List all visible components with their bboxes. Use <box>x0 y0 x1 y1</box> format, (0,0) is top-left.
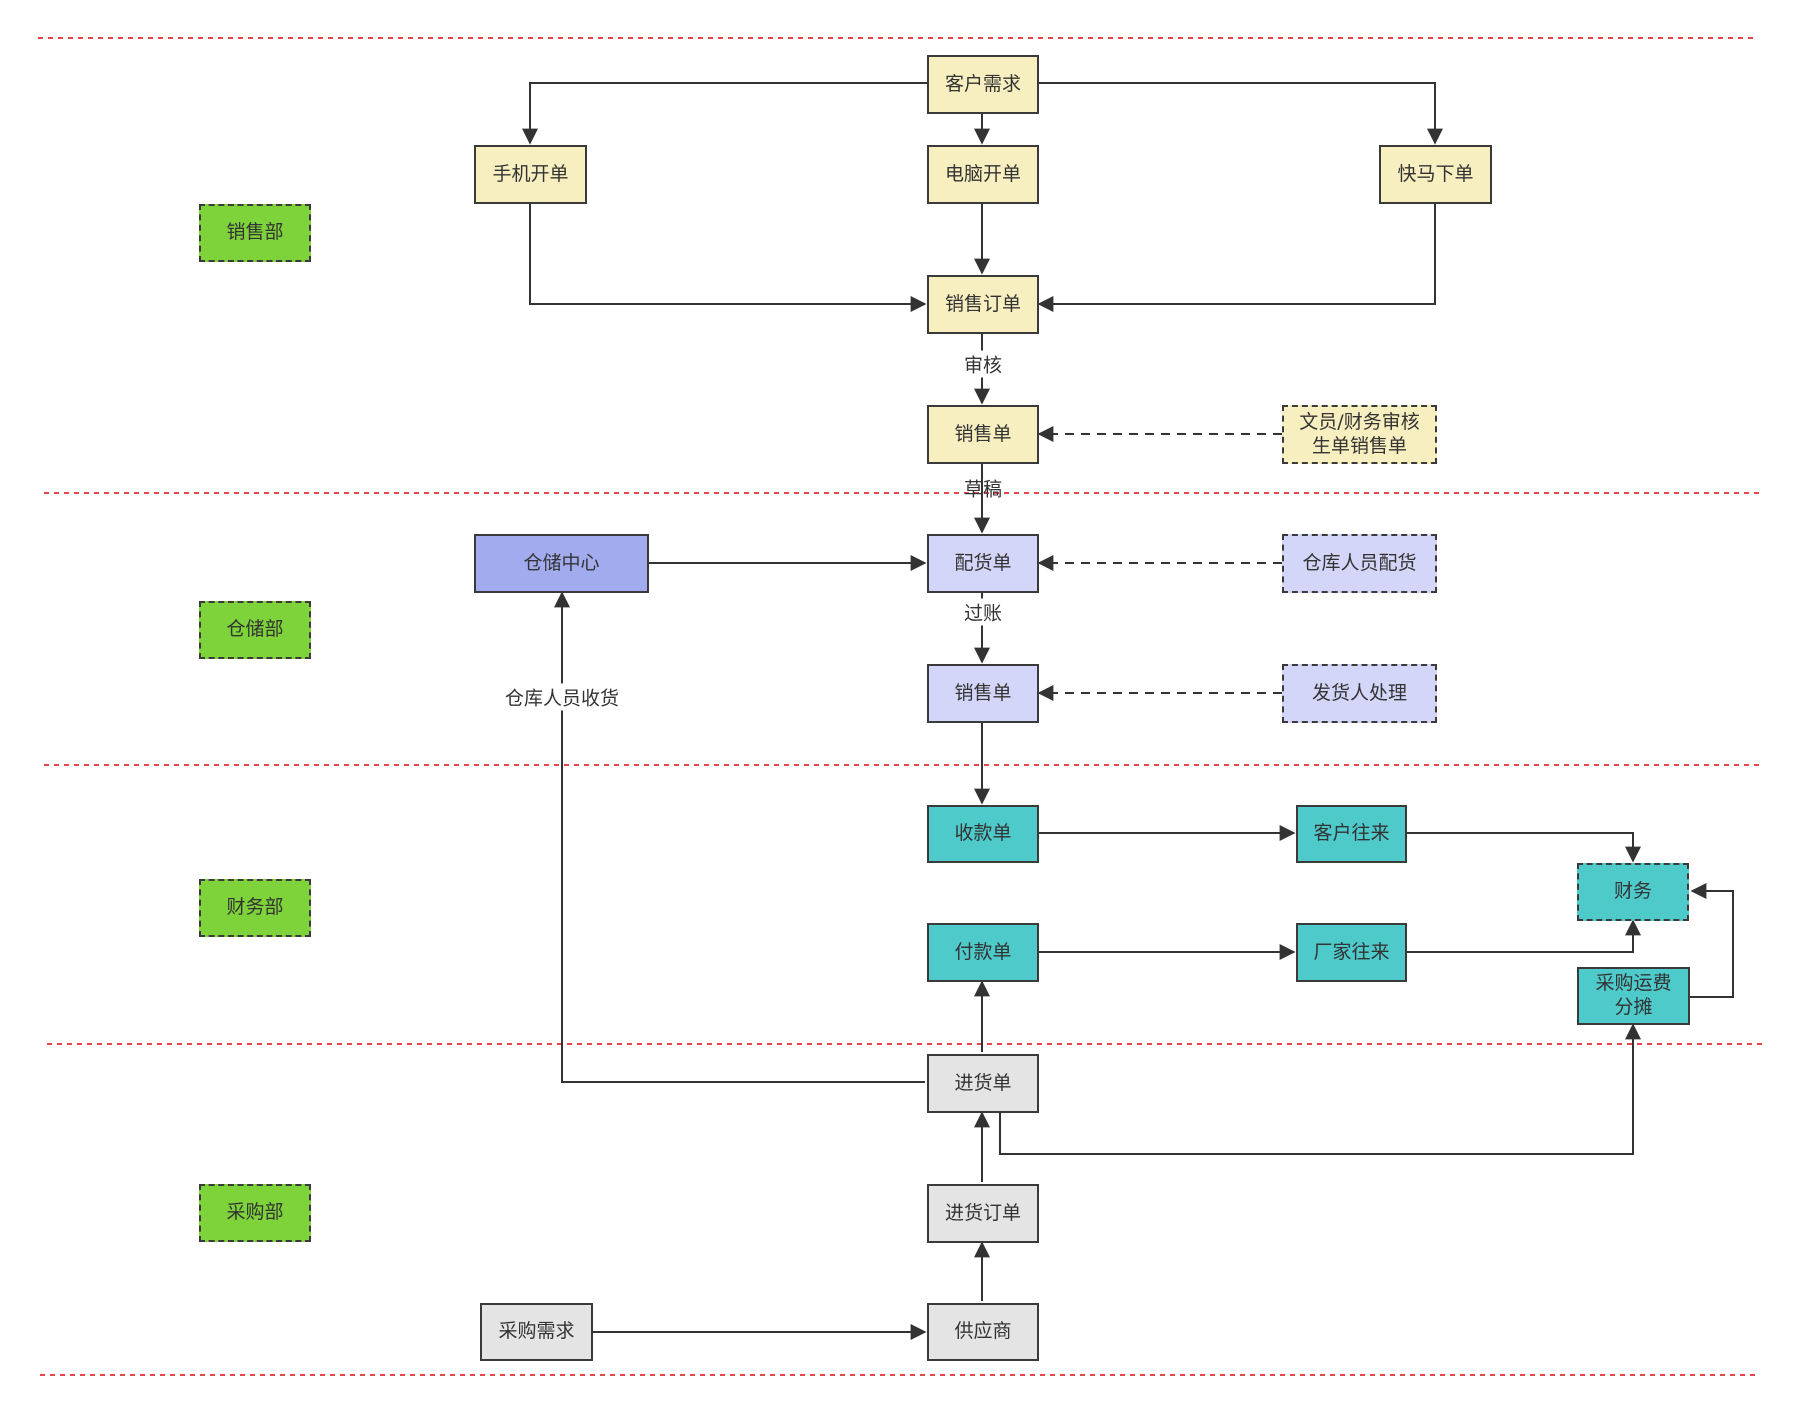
node-picking-bill-label: 配货单 <box>954 551 1012 574</box>
node-payment-bill-label: 付款单 <box>954 940 1012 963</box>
node-warehouse-center[interactable]: 仓储中心 <box>474 534 649 593</box>
node-purchase-receipt[interactable]: 进货单 <box>927 1054 1039 1113</box>
edges <box>522 82 1734 1340</box>
node-shipper-process[interactable]: 发货人处理 <box>1282 664 1437 723</box>
dashed-edges <box>1037 426 1282 701</box>
edge-label-warehouse-receive: 仓库人员收货 <box>502 683 622 711</box>
node-picking-bill[interactable]: 配货单 <box>927 534 1039 593</box>
dept-finance-label: 财务部 <box>226 896 284 919</box>
dept-finance: 财务部 <box>199 879 311 937</box>
node-mobile-order[interactable]: 手机开单 <box>474 145 587 204</box>
node-warehouse-picking[interactable]: 仓库人员配货 <box>1282 534 1437 593</box>
edge-receipt-to-center <box>554 591 925 1083</box>
edge-vendor-to-finance <box>1407 919 1641 953</box>
node-finance[interactable]: 财务 <box>1577 863 1689 921</box>
node-receipt-bill-label: 收款单 <box>954 822 1012 845</box>
node-clerk-review-label: 文员/财务审核生单销售单 <box>1299 410 1420 457</box>
node-pc-order-label: 电脑开单 <box>944 162 1021 185</box>
edge-receipt-to-freight <box>999 1023 1641 1155</box>
node-sales-order-label: 销售订单 <box>944 292 1021 315</box>
node-sales-bill-2[interactable]: 销售单 <box>927 664 1039 723</box>
node-sales-bill-label: 销售单 <box>954 422 1012 445</box>
dept-warehouse-label: 仓储部 <box>226 618 284 641</box>
edge-demand-to-kuaima <box>1038 82 1443 145</box>
edge-customer-to-finance <box>1407 832 1641 863</box>
node-kuaima-order-label: 快马下单 <box>1397 162 1474 185</box>
edge-label-posting: 过账 <box>961 598 1005 626</box>
dept-purchase: 采购部 <box>199 1184 311 1242</box>
dept-warehouse: 仓储部 <box>199 601 311 659</box>
node-customer-demand-label: 客户需求 <box>944 72 1021 95</box>
node-customer-account[interactable]: 客户往来 <box>1296 805 1407 863</box>
section-dividers <box>38 37 1763 1376</box>
node-sales-order[interactable]: 销售订单 <box>927 275 1039 334</box>
node-kuaima-order[interactable]: 快马下单 <box>1379 145 1492 204</box>
node-finance-label: 财务 <box>1613 880 1652 903</box>
node-freight-allocation-label: 采购运费分摊 <box>1595 972 1672 1018</box>
node-payment-bill[interactable]: 付款单 <box>927 923 1039 982</box>
node-purchase-demand[interactable]: 采购需求 <box>480 1303 593 1361</box>
node-sales-bill-2-label: 销售单 <box>954 681 1012 704</box>
node-purchase-receipt-label: 进货单 <box>954 1071 1012 1094</box>
edge-label-draft: 草稿 <box>963 478 1003 501</box>
dept-sales-label: 销售部 <box>226 221 284 244</box>
node-customer-account-label: 客户往来 <box>1313 822 1390 845</box>
node-purchase-demand-label: 采购需求 <box>498 1320 575 1343</box>
edge-mobile-to-salesorder <box>529 204 927 312</box>
node-customer-demand[interactable]: 客户需求 <box>927 55 1039 114</box>
node-vendor-account-label: 厂家往来 <box>1313 940 1390 963</box>
node-freight-allocation[interactable]: 采购运费分摊 <box>1577 967 1690 1025</box>
node-receipt-bill[interactable]: 收款单 <box>927 805 1039 863</box>
node-shipper-process-label: 发货人处理 <box>1311 681 1407 704</box>
node-clerk-review[interactable]: 文员/财务审核生单销售单 <box>1282 405 1437 464</box>
node-supplier[interactable]: 供应商 <box>927 1303 1039 1361</box>
edge-freight-to-finance <box>1690 883 1734 998</box>
node-warehouse-center-label: 仓储中心 <box>523 551 600 574</box>
node-sales-bill[interactable]: 销售单 <box>927 405 1039 464</box>
node-mobile-order-label: 手机开单 <box>492 162 569 185</box>
dept-purchase-label: 采购部 <box>226 1201 284 1224</box>
node-pc-order[interactable]: 电脑开单 <box>927 145 1039 204</box>
node-purchase-order-label: 进货订单 <box>944 1201 1021 1224</box>
edge-kuaima-to-salesorder <box>1037 204 1436 312</box>
node-supplier-label: 供应商 <box>954 1320 1012 1343</box>
edge-label-review: 审核 <box>961 350 1005 378</box>
edge-demand-to-mobile <box>522 82 927 145</box>
node-purchase-order[interactable]: 进货订单 <box>927 1184 1039 1243</box>
node-warehouse-picking-label: 仓库人员配货 <box>1302 551 1417 574</box>
node-vendor-account[interactable]: 厂家往来 <box>1296 923 1407 982</box>
dept-sales: 销售部 <box>199 204 311 262</box>
